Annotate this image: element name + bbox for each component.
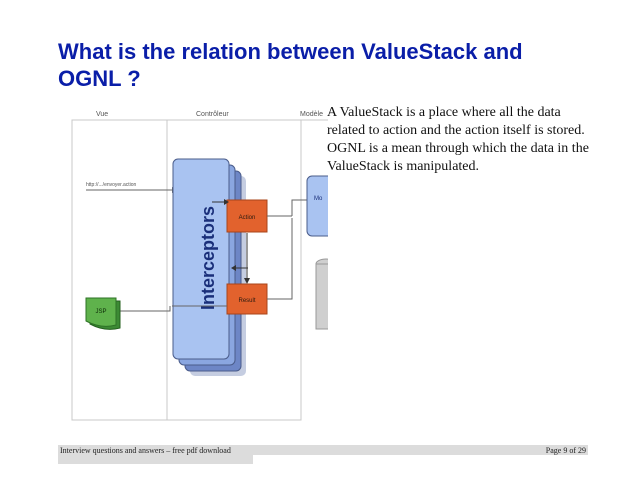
interceptors-box xyxy=(172,158,230,360)
diagram-svg: Vue Contrôleur Modèle http://.../envoyer… xyxy=(71,111,328,421)
slide-title: What is the relation between ValueStack … xyxy=(58,39,523,91)
modele-box xyxy=(306,175,328,237)
footer-bar xyxy=(58,445,588,455)
body-text: A ValueStack is a place where all the da… xyxy=(327,105,589,174)
controleur-column-frame xyxy=(166,119,302,421)
column-label-modele: Modèle xyxy=(300,111,323,118)
request-url-label: http://.../envoyer.action xyxy=(86,182,137,188)
jsp-label: JSP xyxy=(95,309,106,315)
column-label-vue: Vue xyxy=(96,111,108,118)
action-label: Action xyxy=(239,215,256,221)
result-label: Result xyxy=(238,298,255,304)
modele-box-label: Mo xyxy=(314,196,323,202)
vue-column-frame xyxy=(71,119,168,421)
action-box xyxy=(226,199,268,233)
struts-architecture-diagram: Vue Contrôleur Modèle http://.../envoyer… xyxy=(60,106,328,432)
footer-bar-secondary xyxy=(58,455,253,464)
interceptors-label: Interceptors xyxy=(198,206,218,310)
page-number: Page 9 of 29 xyxy=(545,446,586,455)
footer-caption: Interview questions and answers – free p… xyxy=(60,446,231,455)
column-label-controleur: Contrôleur xyxy=(196,111,229,118)
